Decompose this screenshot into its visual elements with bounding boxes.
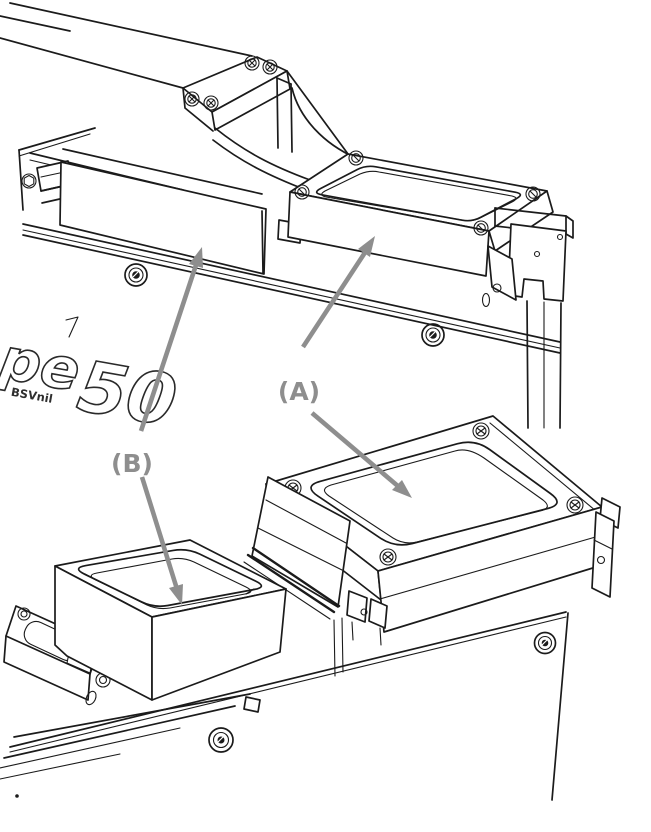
panel-screw-icon (533, 631, 557, 655)
label-a: (A) (278, 377, 320, 406)
screw-icon (473, 220, 489, 236)
motor-block (182, 55, 291, 132)
hex-bolt-icon (21, 173, 37, 189)
annotation-arrow-a-top-icon (301, 236, 375, 349)
panel-screw-icon (124, 263, 148, 287)
screw-icon (184, 91, 200, 107)
screw-icon (472, 422, 490, 440)
logo: pe 50 BSVnil (0, 316, 183, 444)
panel-screw-icon (208, 727, 234, 753)
latch-tabs (346, 590, 388, 646)
tray-b (54, 539, 287, 701)
screw-icon (566, 496, 584, 514)
base-rails (0, 611, 569, 801)
screw-icon (379, 548, 397, 566)
screw-icon (244, 55, 260, 71)
screw-icon (203, 95, 219, 111)
screw-icon (17, 607, 31, 621)
front-rail-lines (22, 223, 561, 354)
chute-gap-stripe (243, 546, 341, 620)
side-plate (591, 511, 615, 598)
panel-screw-icon (421, 323, 445, 347)
logo-mark (65, 316, 79, 338)
logo-text-fragment: pe (0, 326, 85, 405)
label-b: (B) (111, 449, 153, 478)
rail-clip (243, 696, 261, 713)
screw-icon (348, 150, 364, 166)
annotations: (A) (B) (111, 236, 412, 605)
chute (243, 476, 351, 620)
screw-icon (294, 184, 310, 200)
oval-hole (85, 690, 97, 706)
compartment-b-front (59, 148, 302, 275)
annotation-arrow-b-top-icon (138, 247, 203, 432)
annotation-arrow-b-bottom-icon (139, 476, 183, 605)
tray-a (265, 415, 621, 677)
top-view: pe 50 BSVnil (0, 2, 574, 444)
bottom-view (0, 415, 621, 801)
screw-icon (525, 186, 541, 202)
right-latch-bracket (481, 207, 574, 429)
screw-icon (262, 59, 278, 75)
stray-dot (15, 794, 19, 798)
gantry-beam-lines (0, 2, 253, 89)
compartment-a-rim (287, 150, 554, 277)
annotation-arrow-a-bottom-icon (310, 411, 412, 498)
